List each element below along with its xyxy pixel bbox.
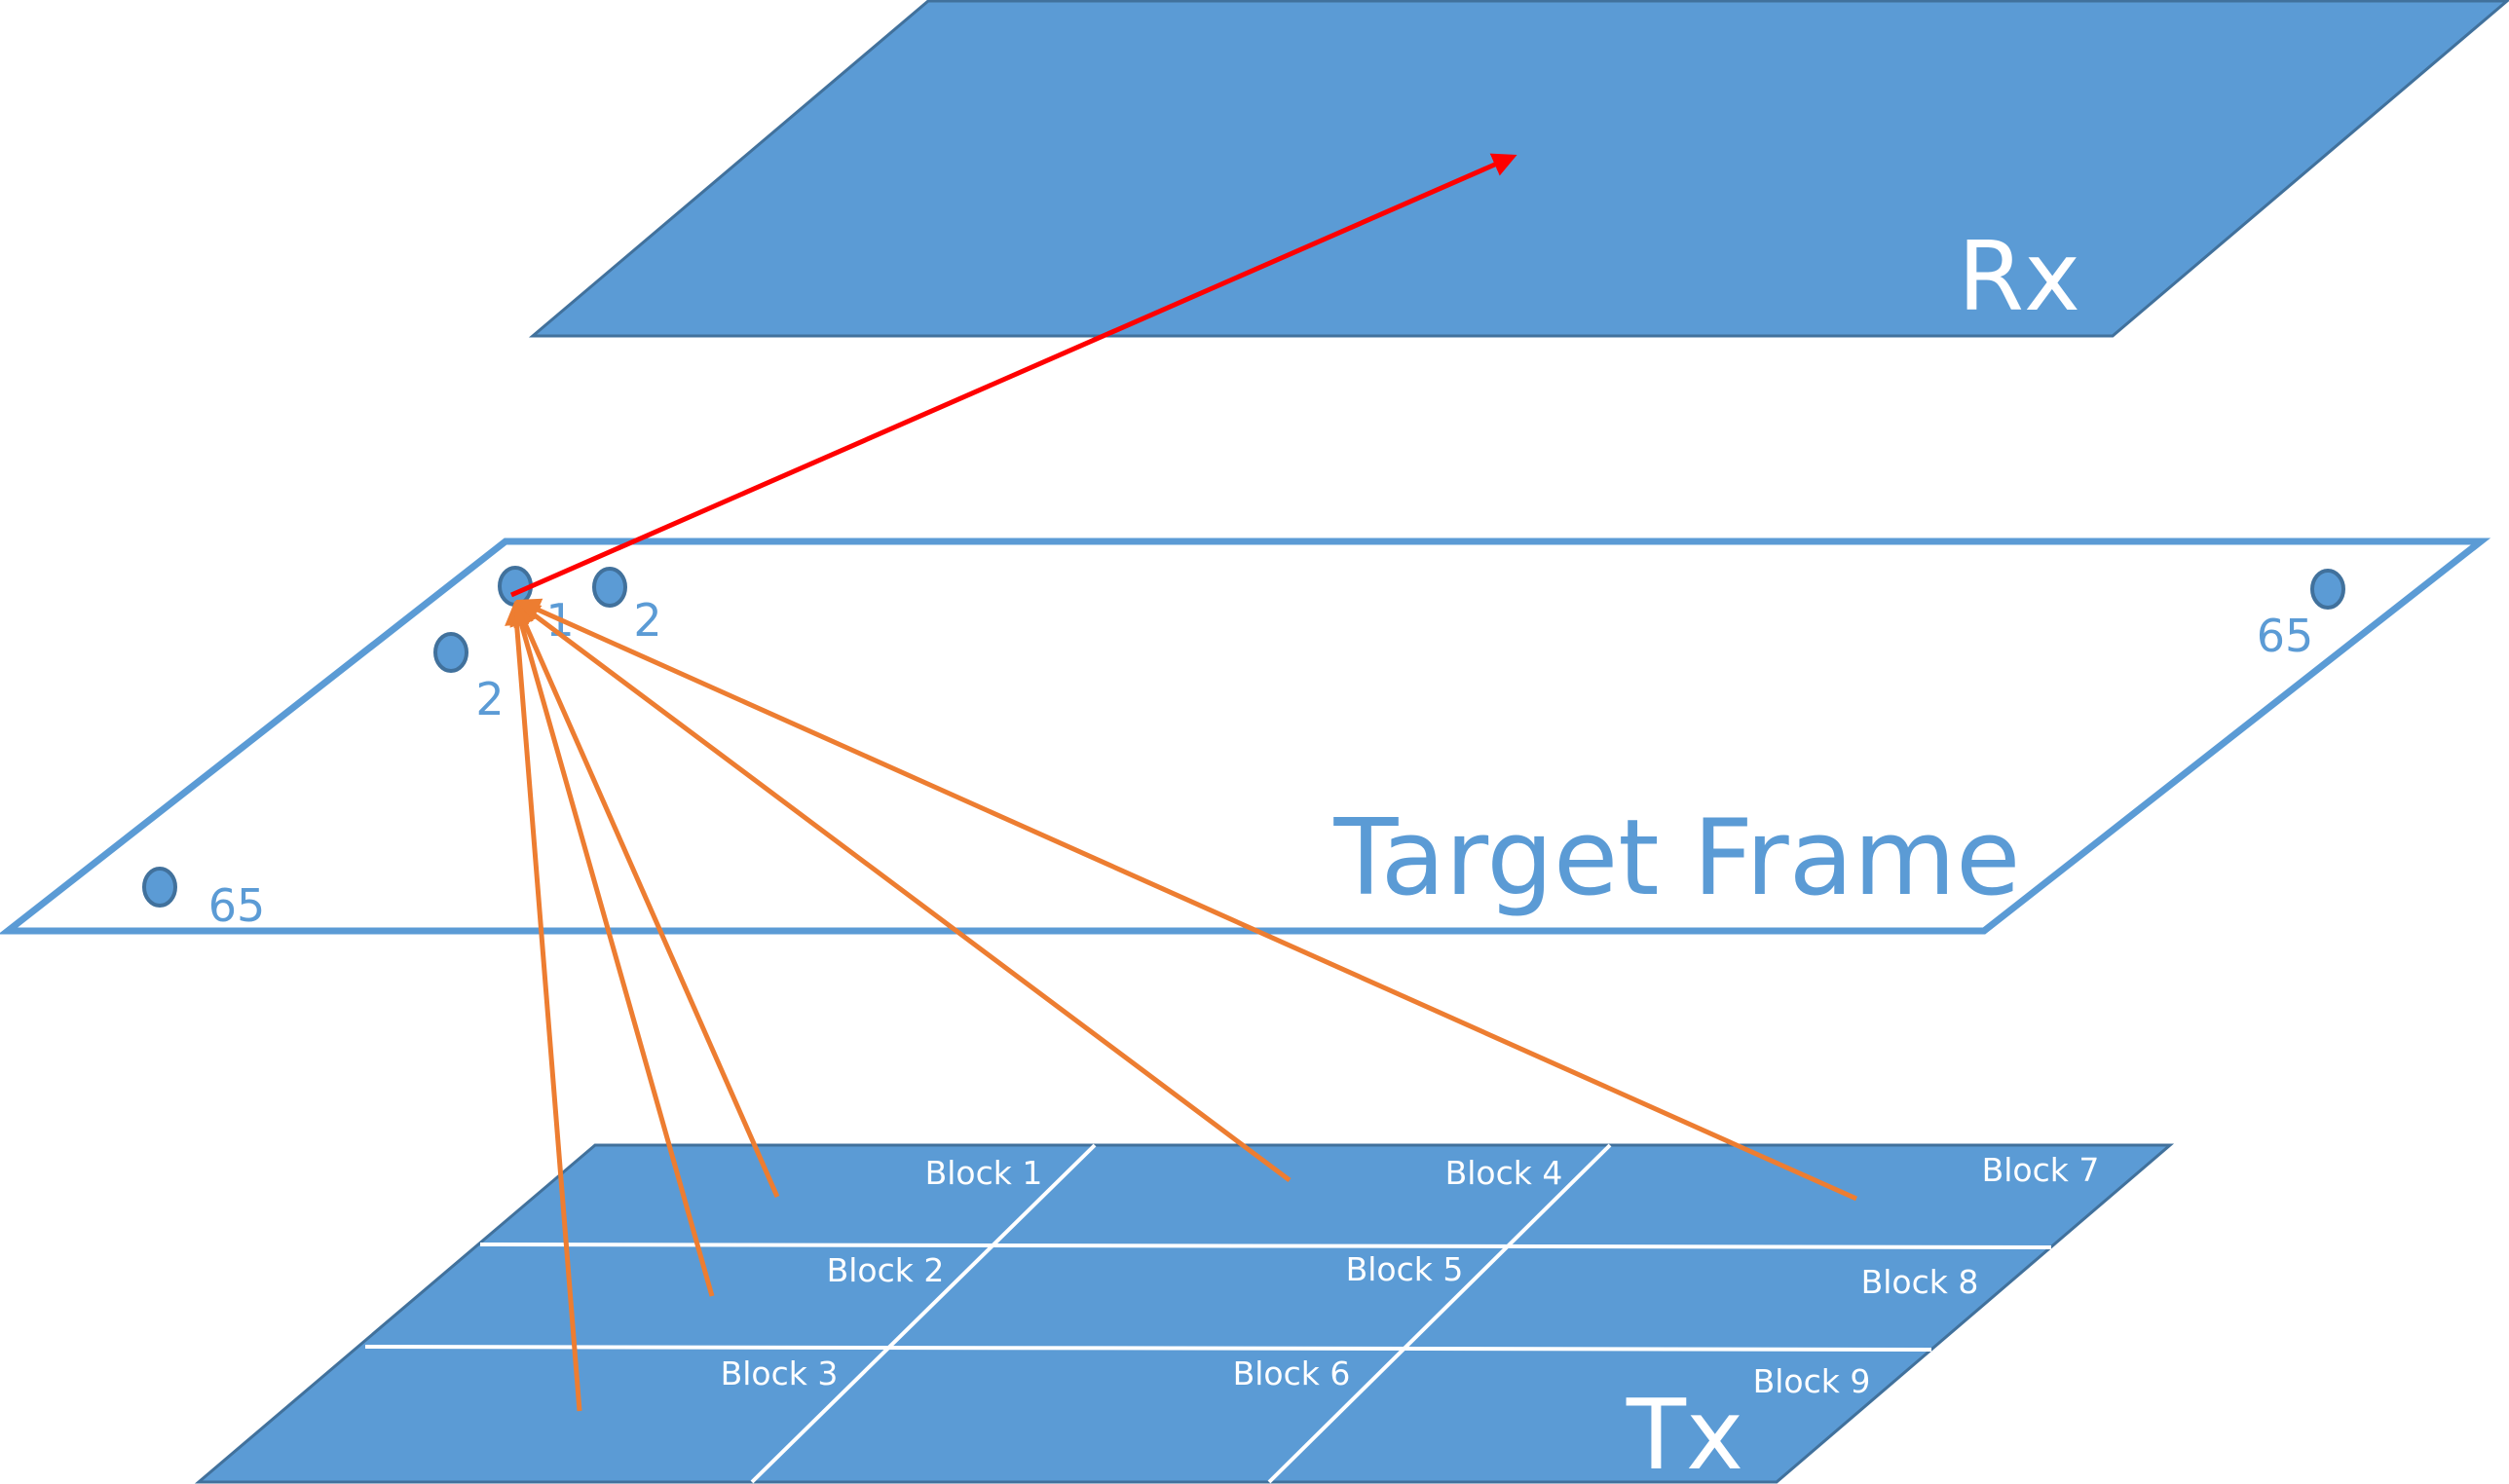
target-frame-label: Target Frame [1333, 798, 2021, 919]
block-label: Block 8 [1861, 1263, 1979, 1301]
grid-line [1267, 1143, 1612, 1484]
block-label: Block 9 [1753, 1362, 1871, 1400]
incident-arrow [513, 601, 780, 1199]
grid-line [479, 1243, 2052, 1249]
target-point-65-col [142, 867, 177, 908]
incident-arrow [505, 601, 582, 1412]
target-point-2-col [433, 632, 468, 673]
tx-label: Tx [1626, 1378, 1743, 1484]
incident-arrow [514, 601, 1292, 1183]
rx-plane: Rx [528, 0, 2509, 338]
target-point-65-row [2310, 569, 2345, 610]
point-label-65-row: 65 [2257, 610, 2314, 662]
block-label: Block 3 [721, 1354, 839, 1392]
incident-arrow [509, 601, 715, 1297]
grid-line [750, 1143, 1097, 1484]
block-label: Block 4 [1445, 1154, 1563, 1192]
block-label: Block 6 [1233, 1354, 1351, 1392]
block-label: Block 7 [1982, 1151, 2100, 1189]
incident-arrow [515, 598, 1858, 1202]
block-label: Block 5 [1346, 1250, 1464, 1288]
block-label: Block 2 [827, 1251, 945, 1289]
target-frame: Target Frame 1 2 2 65 65 [0, 538, 2491, 935]
target-point-2-row [592, 567, 627, 608]
tx-plane: Block 1 Block 2 Block 3 Block 4 Block 5 … [194, 1143, 2175, 1484]
point-label-65-col: 65 [208, 879, 266, 932]
reflected-arrow [509, 153, 1517, 598]
block-label: Block 1 [925, 1154, 1043, 1192]
grid-line [364, 1345, 1932, 1352]
rx-label: Rx [1958, 222, 2080, 333]
point-label-2-col: 2 [475, 673, 504, 725]
point-label-2-row: 2 [633, 594, 661, 647]
